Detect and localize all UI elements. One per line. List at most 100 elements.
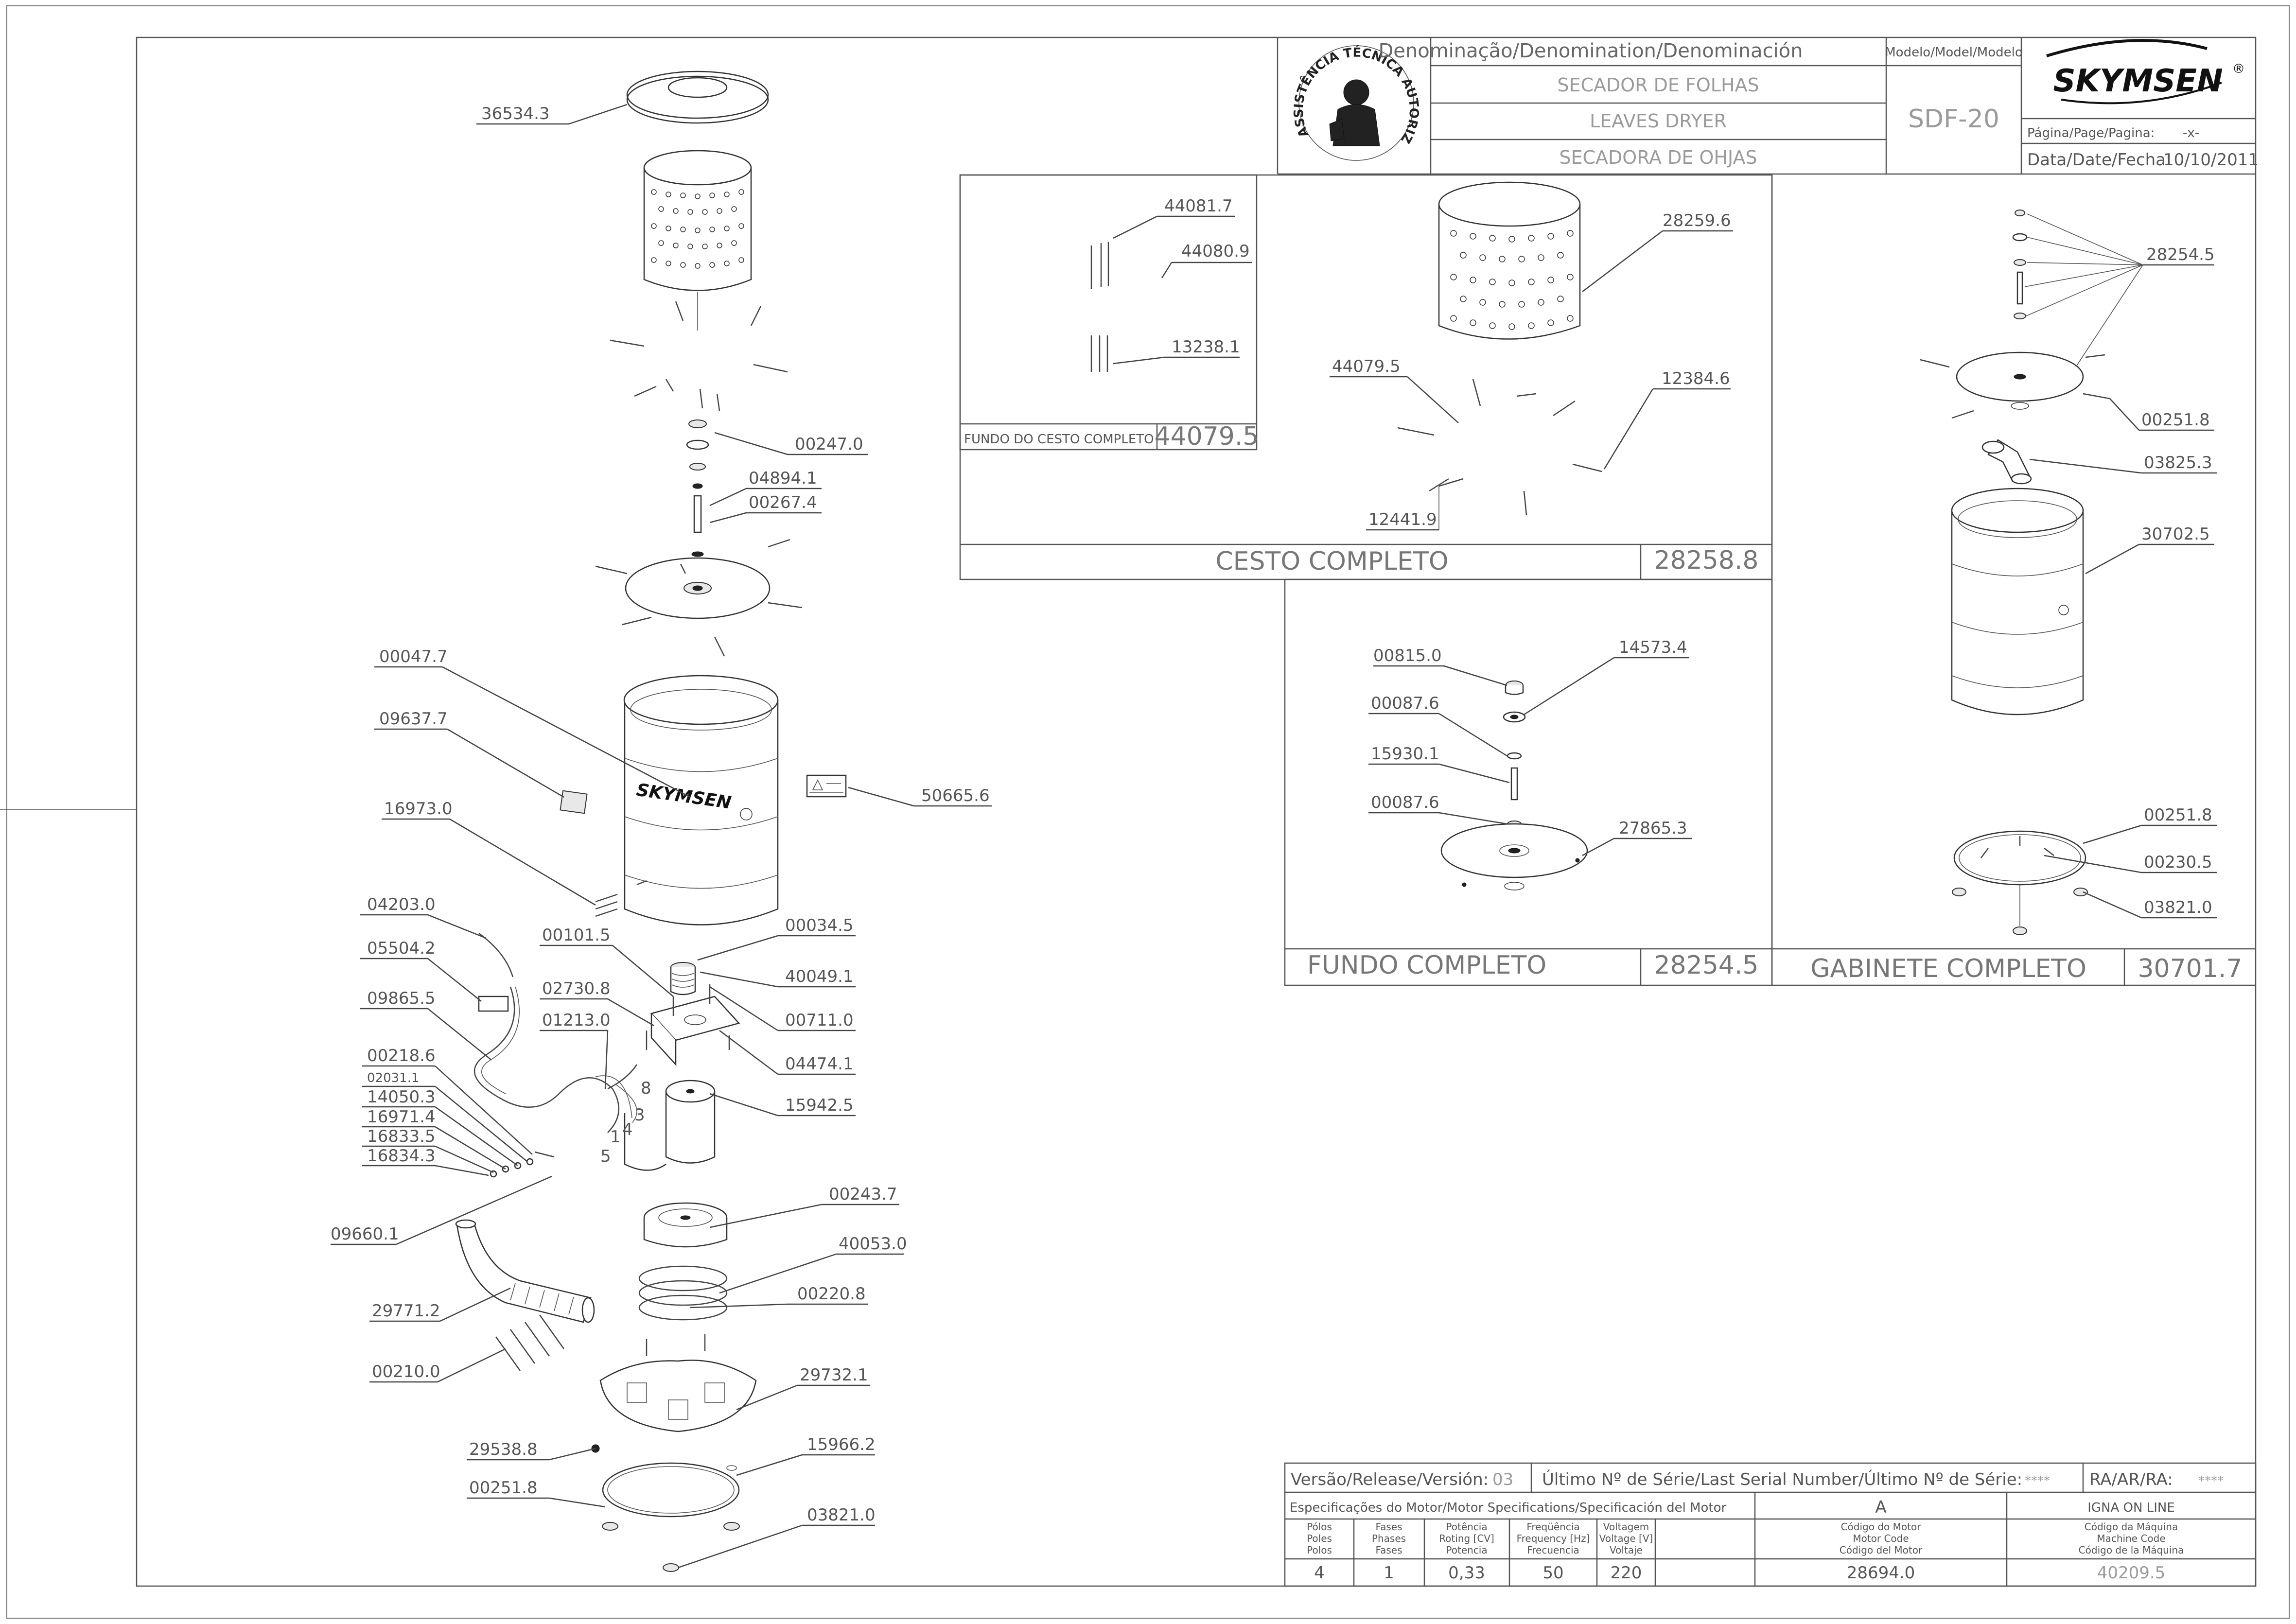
svg-text:Phases: Phases [1372,1533,1406,1544]
svg-text:Código del Motor: Código del Motor [1840,1544,1923,1556]
callout-00087-6a: 00087.6 [1371,694,1439,713]
fundo-code: 28254.5 [1654,951,1758,980]
drawing-frame [136,36,2257,1587]
ra-value: **** [2198,1474,2224,1488]
callout-09865-5: 09865.5 [367,989,436,1008]
pulley-part [643,1202,728,1248]
lid-part [626,70,769,124]
outer-border [6,5,2290,1619]
title-block: ASSISTÊNCIA TÉCNICA AUTORIZADA Denominaç… [0,0,2259,175]
svg-text:®: ® [2232,62,2245,76]
page-label: Página/Page/Pagina: [2027,126,2155,140]
fundo-title: FUNDO COMPLETO [1307,951,1546,980]
warning-sticker-part [806,774,847,798]
callout-28259-6: 28259.6 [1663,211,1731,230]
gabinete-drum-part [1951,488,2084,716]
spec-voltage: 220 [1611,1563,1642,1583]
callout-15930-1: 15930.1 [1371,744,1439,764]
callout-02730-8: 02730.8 [542,979,611,998]
plate-screws [595,539,803,657]
version-value: 03 [1492,1470,1513,1489]
svg-text:Voltage [V]: Voltage [V] [1599,1533,1653,1544]
connector-parts [490,1151,555,1178]
svg-text:Motor Code: Motor Code [1853,1533,1909,1544]
callout-00711-0: 00711.0 [785,1011,854,1030]
callout-15942-5: 15942.5 [785,1096,854,1115]
callout-16973-0: 16973.0 [384,799,453,819]
callout-44081-7: 44081.7 [1164,196,1233,216]
callout-12384-6: 12384.6 [1662,369,1730,388]
cesto-title: CESTO COMPLETO [1215,547,1448,576]
callout-04203-0: 04203.0 [367,895,436,914]
date-value: 10/10/2011 [2163,150,2259,170]
base-pan-part [599,1334,757,1432]
machine-name: IGNA ON LINE [2087,1501,2175,1515]
svg-text:Potência: Potência [1446,1521,1487,1533]
callout-00243-7: 00243.7 [829,1185,897,1204]
svg-text:SKYMSEN: SKYMSEN [2053,63,2223,99]
base-ring-part [591,1444,740,1572]
callout-09637-7: 09637.7 [379,709,448,729]
basket-screws [610,301,788,411]
fundo-completo-group: FUNDO COMPLETO 28254.5 00815.0 14573.4 0… [1284,578,1773,986]
version-label: Versão/Release/Versión: [1291,1470,1489,1489]
callout-00218-6: 00218.6 [367,1046,436,1065]
ra-label: RA/AR/RA: [2089,1470,2173,1489]
spec-motor-code: 28694.0 [1847,1563,1915,1583]
callout-00251-8: 00251.8 [469,1478,538,1498]
spec-power: 0,33 [1448,1563,1485,1583]
cesto-bolts [1090,242,1109,372]
svg-text:Polos: Polos [1307,1544,1332,1556]
spec-poles: 4 [1314,1563,1325,1583]
cesto-basket-detail [1438,181,1581,340]
callout-00034-5: 00034.5 [785,916,854,935]
callout-02031-1: 02031.1 [367,1071,420,1085]
svg-text:Potencia: Potencia [1446,1544,1487,1556]
bracket-screws [646,984,730,1050]
callout-05504-2: 05504.2 [367,939,436,958]
callout-16971-4: 16971.4 [367,1107,436,1127]
perforated-basket-part [643,150,752,291]
callout-03821-0-gab: 03821.0 [2144,898,2212,917]
svg-text:Roting [CV]: Roting [CV] [1439,1533,1494,1544]
callout-03821-0: 03821.0 [807,1505,876,1525]
callout-12441-9: 12441.9 [1368,510,1437,529]
bottom-screws [495,1314,565,1371]
hub-part [686,419,709,533]
serial-value: **** [2025,1474,2050,1488]
denomination-header: Denominação/Denomination/Denominación [1378,40,1803,62]
callout-29538-8: 29538.8 [469,1440,538,1459]
callout-13238-1: 13238.1 [1172,337,1240,357]
name-en: LEAVES DRYER [1590,110,1727,132]
svg-text:Pólos: Pólos [1307,1521,1332,1533]
callout-00267-4: 00267.4 [749,493,817,512]
callout-00251-8b: 00251.8 [2144,805,2212,825]
name-pt: SECADOR DE FOLHAS [1557,74,1759,96]
gabinete-leader-fan [2024,213,2143,367]
basket-bottom-plate [625,551,771,619]
wire-number-1: 1 [610,1127,621,1147]
callout-09660-1: 09660.1 [331,1224,399,1244]
callout-00101-5: 00101.5 [542,926,611,945]
gabinete-completo-group: GABINETE COMPLETO 30701.7 28254.5 [1771,175,2256,986]
callout-16834-3: 16834.3 [367,1146,436,1166]
drain-hose-part [455,1219,595,1323]
spec-machine-code: 40209.5 [2097,1563,2166,1583]
belt-spring-part [638,1265,728,1321]
svg-text:Machine Code: Machine Code [2097,1533,2165,1544]
spec-block: Versão/Release/Versión: 03 Último Nº de … [1284,1462,2257,1587]
callout-04474-1: 04474.1 [785,1054,854,1074]
callout-04894-1: 04894.1 [749,469,817,488]
gabinete-elbow-part [1981,439,2032,485]
callout-00815-0: 00815.0 [1373,646,1442,665]
callout-36534-3: 36534.3 [481,104,550,123]
callout-14573-4: 14573.4 [1619,638,1687,657]
gabinete-title: GABINETE COMPLETO [1810,954,2086,983]
callout-03825-3: 03825.3 [2144,453,2212,472]
callout-00247-0: 00247.0 [795,435,863,454]
model-header: Modelo/Model/Modelo [1885,45,2023,60]
svg-text:Fases: Fases [1375,1521,1402,1533]
cabinet-drum-part: SKYMSEN [623,675,779,926]
fundo-hub-stack [1440,681,1588,891]
